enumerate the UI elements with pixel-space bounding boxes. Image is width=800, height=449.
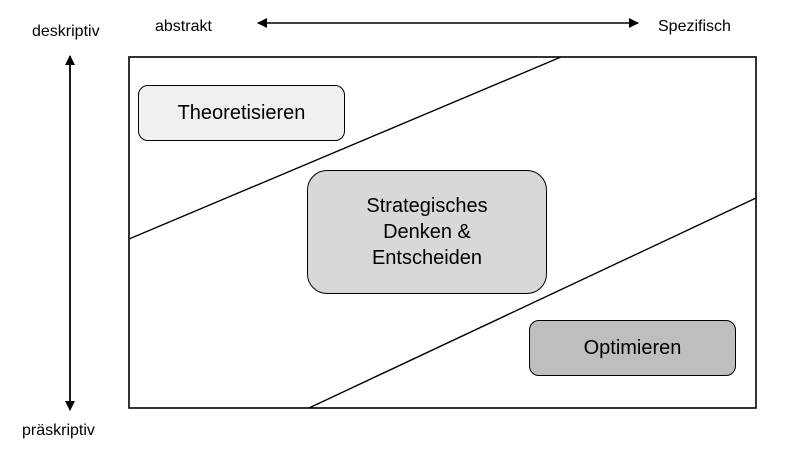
box-theoretisieren-label: Theoretisieren (177, 102, 306, 124)
lower-diagonal-line (308, 197, 757, 409)
box-optimieren-label: Optimieren (583, 337, 682, 359)
box-strategisches-denken-label: Strategisches Denken & Entscheiden (366, 195, 488, 269)
axis-label-praeskriptiv: präskriptiv (22, 422, 95, 439)
box-strategisches-denken: Strategisches Denken & Entscheiden (307, 170, 547, 294)
box-optimieren: Optimieren (529, 320, 736, 376)
axis-label-spezifisch: Spezifisch (658, 18, 731, 35)
axis-label-deskriptiv: deskriptiv (32, 23, 100, 40)
diagram-frame (128, 56, 757, 409)
axis-label-abstrakt: abstrakt (155, 18, 212, 35)
upper-diagonal-line (128, 56, 562, 240)
box-theoretisieren: Theoretisieren (138, 85, 345, 141)
